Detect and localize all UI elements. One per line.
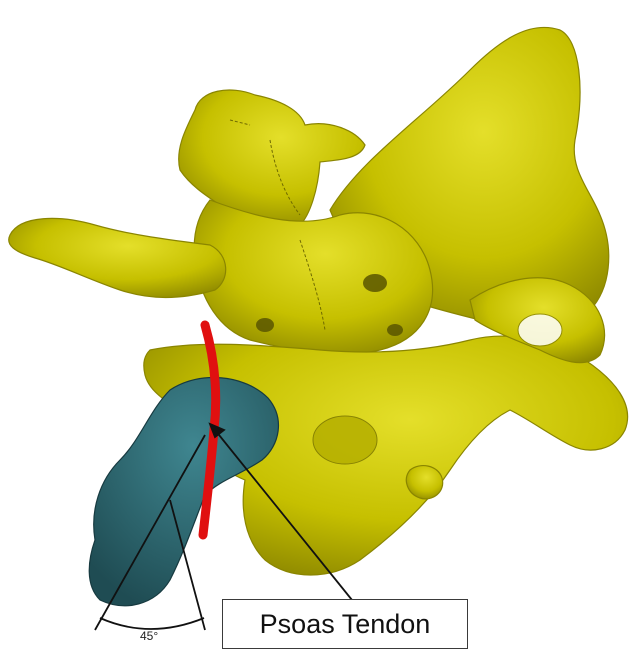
left-process — [9, 218, 226, 297]
psoas-tendon-label: Psoas Tendon — [222, 599, 468, 649]
angle-arc — [100, 618, 204, 629]
small-nodule — [406, 466, 442, 499]
obturator-foramen — [313, 416, 377, 464]
foramen-2 — [256, 318, 274, 332]
foramen-1 — [363, 274, 387, 292]
foramen-3 — [387, 324, 403, 336]
angle-label: 45° — [140, 629, 158, 643]
right-opening — [518, 314, 562, 346]
